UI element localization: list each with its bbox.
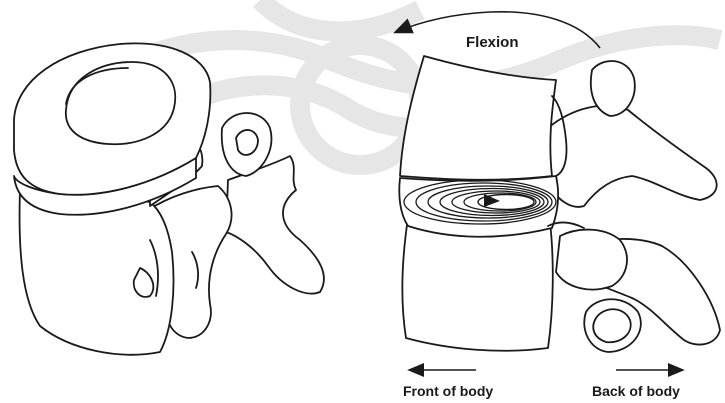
front-of-body-label: Front of body (403, 383, 493, 399)
back-of-body-label: Back of body (592, 383, 680, 399)
disc-nucleus (478, 194, 534, 210)
flexion-label: Flexion (466, 34, 519, 51)
motion-segment-right (399, 56, 720, 352)
